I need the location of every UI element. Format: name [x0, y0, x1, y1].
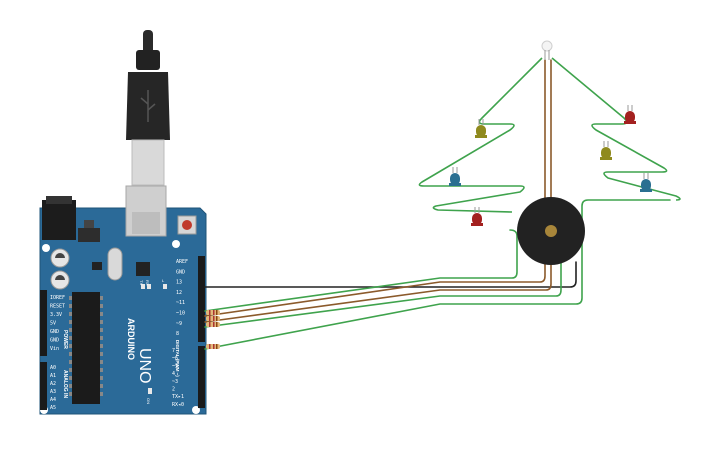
power-pin-label: GND [50, 329, 59, 335]
usb-socket-inner [132, 212, 160, 234]
digital-pin-label: GND [176, 269, 185, 275]
digital-pin-label: 13 [176, 280, 182, 286]
resistors [206, 310, 220, 349]
tree-leds [449, 105, 652, 226]
power-jack-top [46, 196, 72, 204]
usb-icon [140, 90, 156, 122]
chip-pins [69, 296, 103, 396]
buzzer-center [545, 225, 557, 237]
power-pin-labels: IOREF RESET 3.3V 5V GND GND Vin [50, 295, 65, 352]
mount-hole [42, 244, 50, 252]
digital-pin-label: ~10 [176, 311, 185, 317]
analog-pin-label: A2 [50, 381, 56, 387]
wire-pin11-green[interactable] [204, 229, 518, 312]
power-header [40, 290, 47, 356]
tx-led-label: TX [139, 280, 144, 285]
wire-trunk-brown-2[interactable] [204, 59, 552, 323]
digital-pin-label: ~11 [176, 300, 185, 306]
brand-label: ARDUINO [126, 318, 136, 360]
analog-header [40, 362, 47, 410]
digital-header-bottom [198, 346, 205, 408]
wire-pin9-green[interactable] [204, 261, 562, 328]
analog-pin-label: A3 [50, 389, 56, 395]
power-pin-label: 3.3V [50, 312, 62, 318]
resistor-3[interactable] [206, 322, 220, 327]
usb-cable[interactable] [126, 30, 170, 186]
wire-gnd-black[interactable] [204, 261, 577, 288]
digital-pin-label: 2 [172, 387, 175, 393]
power-pin-label: RESET [50, 304, 65, 310]
l-led-label: L [162, 278, 165, 283]
wire-pin7-green[interactable] [204, 199, 671, 350]
rx-led-label: RX [145, 280, 150, 286]
digital-pin-label: AREF [176, 259, 188, 265]
power-pin-label: IOREF [50, 295, 65, 301]
usb-cable-neck [136, 50, 160, 70]
on-led-label: ON [146, 398, 151, 404]
tree-led-blue[interactable] [640, 173, 652, 192]
power-pin-label: Vin [50, 346, 59, 352]
voltage-regulator [78, 228, 100, 242]
analog-header-label: ANALOG IN [62, 370, 68, 398]
digital-pin-label: ~3 [172, 379, 178, 385]
tree-led-olive[interactable] [475, 119, 487, 138]
power-pin-label: 5V [50, 321, 56, 327]
tree-led-olive[interactable] [600, 141, 612, 160]
resistor-1[interactable] [206, 310, 220, 315]
tree-led-red[interactable] [624, 105, 636, 124]
atmega-chip [72, 292, 100, 404]
power-jack [42, 200, 76, 240]
digital-pin-label: ~6 [172, 356, 178, 362]
analog-pin-label: A0 [50, 365, 56, 371]
mount-hole [172, 240, 180, 248]
analog-pin-label: A1 [50, 373, 56, 379]
reset-button[interactable] [182, 220, 192, 230]
digital-header-top [198, 256, 205, 342]
wires [204, 59, 671, 350]
tree-wires [418, 57, 681, 213]
digital-pin-label: RX◂0 [172, 402, 184, 408]
arduino-board[interactable]: ARDUINO UNO TX RX L ON POWER ANALOG IN D… [39, 185, 207, 415]
usb-plug-metal [131, 139, 165, 186]
digital-pin-label: 7 [172, 348, 175, 354]
digital-pin-label: 4 [172, 371, 175, 377]
usb-chip [136, 262, 150, 276]
power-pin-label: GND [50, 338, 59, 344]
digital-pin-label: TX▸1 [172, 394, 184, 400]
resistor-4[interactable] [206, 344, 220, 349]
digital-pin-label: ~5 [172, 363, 178, 369]
digital-pin-label: 12 [176, 290, 182, 296]
crystal-oscillator [107, 247, 123, 281]
wire-trunk-brown-1[interactable] [204, 59, 546, 317]
tree-top-led[interactable] [541, 40, 553, 60]
resistor-2[interactable] [206, 316, 220, 321]
piezo-buzzer[interactable] [517, 197, 585, 265]
model-label: UNO [136, 348, 153, 384]
digital-pin-label: 8 [176, 331, 179, 337]
tree-wire-right[interactable] [551, 57, 681, 201]
digital-pin-label: ~9 [176, 321, 182, 327]
digital-header-label: DIGITAL (PWM ~) [175, 340, 180, 377]
analog-pin-label: A5 [50, 405, 56, 411]
power-header-label: POWER [62, 330, 68, 349]
tree-led-blue[interactable] [449, 167, 461, 186]
tree-led-red[interactable] [471, 207, 483, 226]
digital-pin-labels: AREF GND 13 12 ~11 ~10 ~9 8 7 ~6~5 4 ~3 2TX▸1RX◂0 [172, 259, 188, 408]
analog-pin-label: A4 [50, 397, 56, 403]
